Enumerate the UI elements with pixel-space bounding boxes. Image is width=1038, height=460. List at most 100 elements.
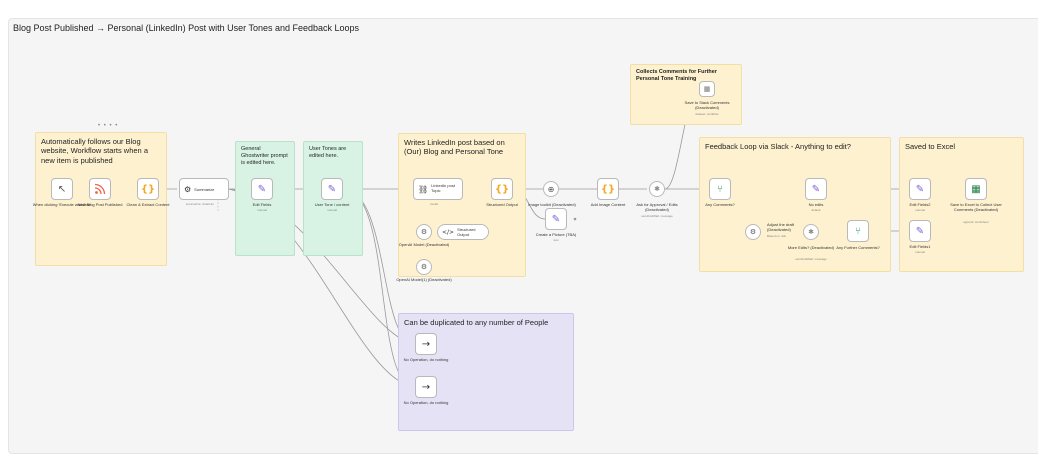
pagination-dots: • • • • — [98, 123, 119, 129]
node-structured-output-label: Structured Output — [486, 202, 518, 207]
node-summarize[interactable]: ⚙ Summarize — [179, 178, 229, 200]
node-more-edits[interactable]: ✱ — [803, 224, 819, 240]
node-edit-fields3[interactable]: ✎ — [909, 220, 931, 242]
openai-icon: ⚙ — [184, 184, 192, 194]
globe-icon: ⊕ — [547, 184, 555, 194]
branch-icon: ⑂ — [855, 225, 861, 237]
pencil-icon: ✎ — [811, 183, 821, 195]
openai-icon: ⚙ — [420, 228, 428, 236]
node-no-edits[interactable]: ✎ — [805, 178, 827, 200]
node-noop2-label: No Operation, do nothing — [403, 400, 449, 405]
node-edit-fields-sub: manual — [257, 208, 267, 212]
node-openai-model-label: OpenAI Model (Deactivated) — [398, 242, 450, 247]
sticky-writes-linkedin[interactable]: Writes LinkedIn post based on (Our) Blog… — [398, 133, 526, 277]
workflow-title: Blog Post Published → Personal (LinkedIn… — [13, 23, 360, 33]
slack-icon: ✱ — [654, 185, 660, 193]
cursor-icon: ↖ — [57, 183, 67, 195]
node-edit-fields[interactable]: ✎ — [251, 178, 273, 200]
sticky-duplicated-text: Can be duplicated to any number of Peopl… — [404, 318, 549, 327]
pencil-icon: ✎ — [915, 183, 925, 195]
node-openai-model[interactable]: ⚙ — [416, 224, 432, 240]
sticky-saved-excel-text: Saved to Excel — [905, 142, 956, 151]
sticky-collects-comments-text: Collects Comments for Further Personal T… — [636, 69, 717, 82]
node-further-comments[interactable]: ⑂ — [847, 220, 869, 242]
node-ask-approval-sub: sendAndWait: message — [641, 214, 673, 218]
node-noop1-label: No Operation, do nothing — [403, 357, 449, 362]
node-openai-model2-label: OpenAI Model(1) (Deactivated) — [396, 277, 452, 282]
node-adjust-draft[interactable]: ⚙ — [745, 224, 761, 240]
pencil-icon: ✎ — [257, 183, 267, 195]
node-edit-fields3-sub: manual — [915, 250, 925, 254]
sticky-saved-excel[interactable]: Saved to Excel — [899, 137, 1024, 272]
node-rss[interactable] — [89, 178, 111, 200]
end-point-create — [573, 217, 577, 221]
node-linkedin-agent-label: LinkedIn post Topic — [431, 183, 455, 193]
node-save-excel-sub: append: worksheet — [963, 220, 989, 224]
branch-icon: ⑂ — [717, 183, 723, 195]
node-structured-output[interactable]: {} — [491, 178, 513, 200]
node-user-tone-sub: manual — [327, 208, 337, 212]
node-noop2[interactable]: → — [415, 376, 437, 398]
node-slack-comments-sub: dataset: workflow — [695, 112, 719, 116]
node-slack-comments[interactable]: ▦ — [699, 81, 715, 97]
link-icon: ⛓ — [418, 184, 429, 194]
pencil-icon: ✎ — [327, 183, 337, 195]
node-openai-model2[interactable]: ⚙ — [416, 259, 432, 275]
node-ask-approval-label: Ask for Approval / Edits (Deactivated) — [636, 202, 678, 212]
sticky-ghostwriter-text: General Ghostwriter prompt is edited her… — [241, 146, 288, 166]
sticky-ghostwriter[interactable]: General Ghostwriter prompt is edited her… — [235, 141, 295, 256]
node-user-tone-label: User Tone / content — [314, 202, 350, 207]
node-edit-fields-label: Edit Fields — [252, 202, 272, 207]
braces-icon: </> — [442, 228, 455, 236]
node-create-picture-sub: test — [553, 238, 559, 242]
pencil-icon: ✎ — [915, 225, 925, 237]
node-image-toolkit[interactable]: ⊕ — [543, 181, 559, 197]
node-save-excel-label: Save to Excel to Collect User Comments (… — [950, 202, 1002, 212]
node-trigger[interactable]: ↖ — [51, 178, 73, 200]
sticky-feedback-loop-text: Feedback Loop via Slack - Anything to ed… — [705, 142, 851, 151]
sticky-duplicated[interactable]: Can be duplicated to any number of Peopl… — [398, 313, 574, 431]
node-adjust-draft-label: Adjust the draft (Deactivated) — [767, 222, 794, 232]
node-edit-fields3-label: Edit Fields1 — [909, 244, 931, 249]
braces-icon: {} — [494, 183, 510, 195]
slack-icon: ✱ — [808, 228, 814, 236]
sticky-writes-linkedin-text: Writes LinkedIn post based on (Our) Blog… — [404, 138, 505, 157]
node-user-tone[interactable]: ✎ — [321, 178, 343, 200]
sticky-auto-follow-text: Automatically follows our Blog website, … — [41, 137, 148, 165]
node-clean[interactable]: {} — [137, 178, 159, 200]
node-more-edits-sub: sendAndWait: message — [795, 257, 827, 261]
node-noop1[interactable]: → — [415, 333, 437, 355]
workflow-canvas[interactable]: Blog Post Published → Personal (LinkedIn… — [8, 18, 1038, 454]
openai-icon: ⚙ — [420, 263, 428, 271]
node-create-picture[interactable]: ✎ — [545, 208, 567, 230]
node-any-comments[interactable]: ⑂ — [709, 178, 731, 200]
node-edit-fields2[interactable]: ✎ — [909, 178, 931, 200]
node-further-comments-label: Any Further Comments? — [836, 245, 880, 250]
node-structured-output2-label: Structured Output — [457, 227, 476, 237]
node-summarize-label: Summarize — [194, 186, 215, 192]
node-edit-fields2-label: Edit Fields2 — [909, 202, 931, 207]
node-edit-fields2-sub: manual — [915, 208, 925, 212]
openai-icon: ⚙ — [749, 228, 757, 236]
node-linkedin-agent-sub: model — [429, 202, 439, 206]
node-more-edits-label: More Edits? (Deactivated) — [787, 245, 835, 250]
pencil-icon: ✎ — [551, 213, 561, 225]
node-linkedin-agent[interactable]: ⛓ LinkedIn post Topic — [413, 178, 463, 200]
braces-icon: {} — [140, 183, 156, 195]
node-adjust-draft-sub: Based on: ask — [767, 234, 787, 238]
excel-icon: ▦ — [971, 183, 981, 195]
node-ask-approval[interactable]: ✱ — [649, 181, 665, 197]
node-save-excel[interactable]: ▦ — [965, 178, 987, 200]
arrow-right-icon: → — [421, 381, 431, 393]
node-clean-label: Clean & Extract Content — [126, 202, 170, 207]
excel-icon: ▦ — [703, 85, 711, 93]
node-add-image-content[interactable]: {} — [597, 178, 619, 200]
node-no-edits-sub: default — [811, 208, 821, 212]
sticky-feedback-loop[interactable]: Feedback Loop via Slack - Anything to ed… — [699, 137, 891, 272]
rss-icon — [94, 183, 106, 195]
sticky-collects-comments[interactable]: Collects Comments for Further Personal T… — [630, 64, 742, 125]
node-trigger-label: When clicking 'Execute workflow' — [32, 202, 92, 207]
node-summarize-sub: summarize: chainLlm — [185, 202, 215, 206]
node-structured-output2[interactable]: </> Structured Output — [437, 224, 489, 240]
node-any-comments-label: Any Comments? — [705, 202, 735, 207]
